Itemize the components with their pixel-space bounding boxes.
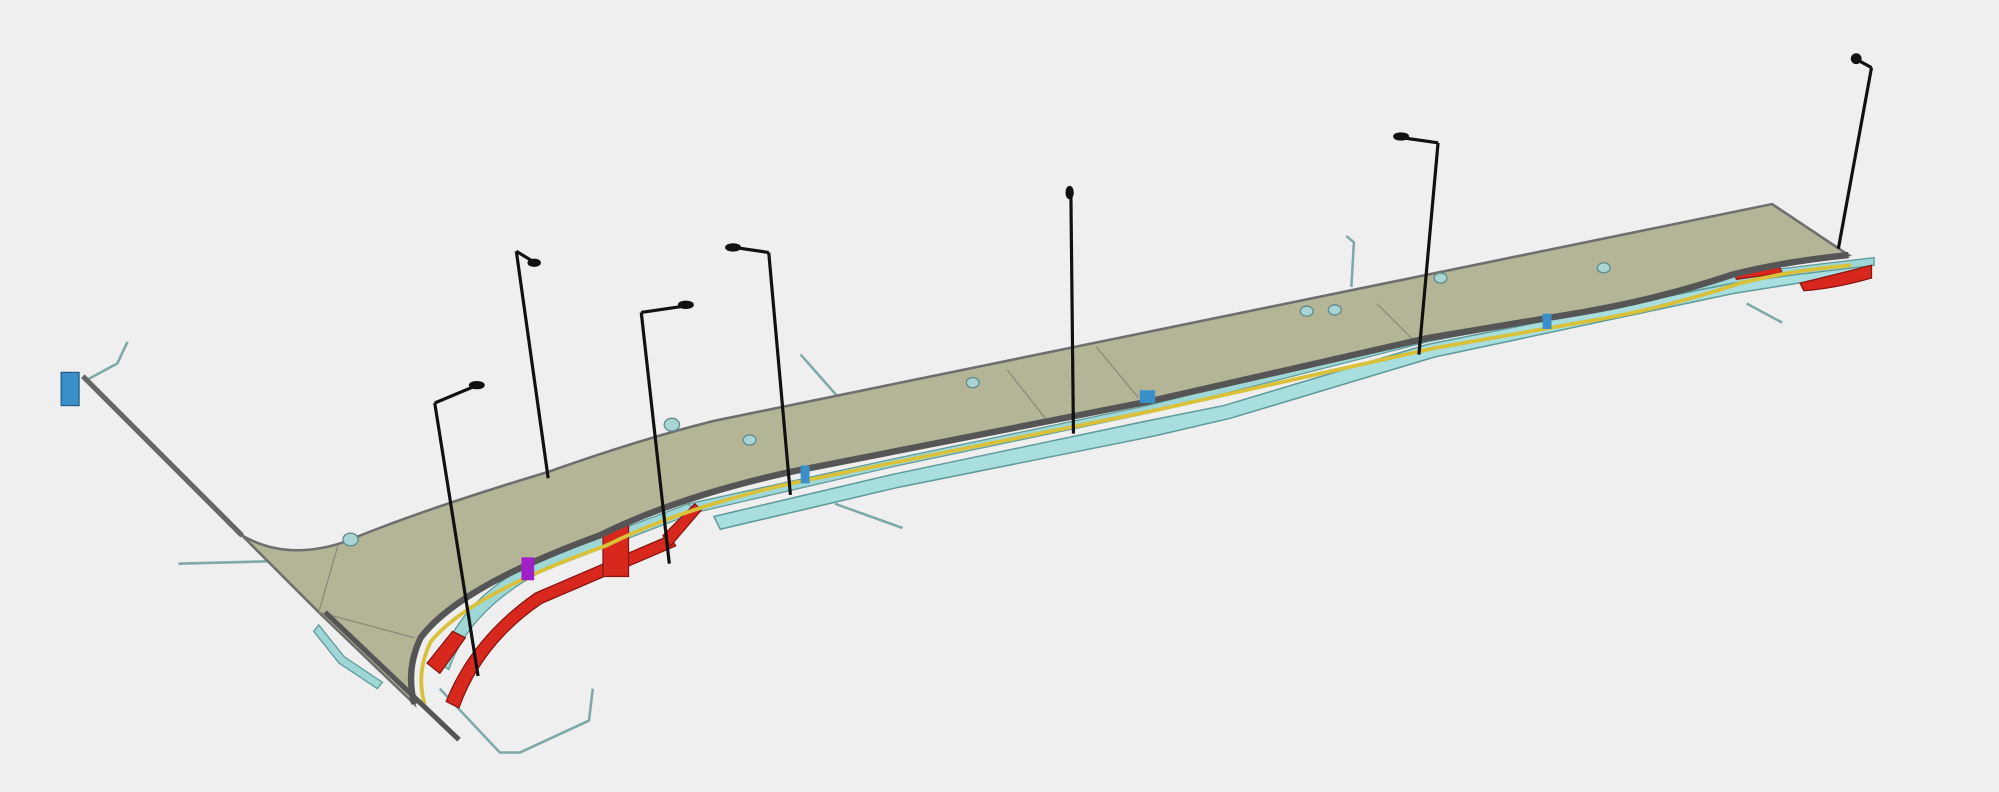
lamp-post: [1065, 185, 1076, 434]
manhole-covers: [342, 262, 1611, 547]
lamp-post: [725, 243, 793, 495]
left-rail: [81, 374, 245, 538]
lamp-post: [1836, 53, 1874, 249]
curb-edge: [407, 251, 1849, 705]
lamp-posts: [433, 53, 1874, 677]
guide-lines: [86, 234, 1783, 754]
lamp-post: [639, 300, 694, 564]
left-lower-rail: [323, 610, 461, 742]
yellow-curb-line: [419, 263, 1852, 705]
lamp-post: [433, 381, 485, 677]
deck-joints: [318, 303, 1419, 639]
lamp-post: [514, 249, 550, 479]
lamp-post: [1393, 132, 1440, 355]
fittings: [60, 313, 1552, 581]
